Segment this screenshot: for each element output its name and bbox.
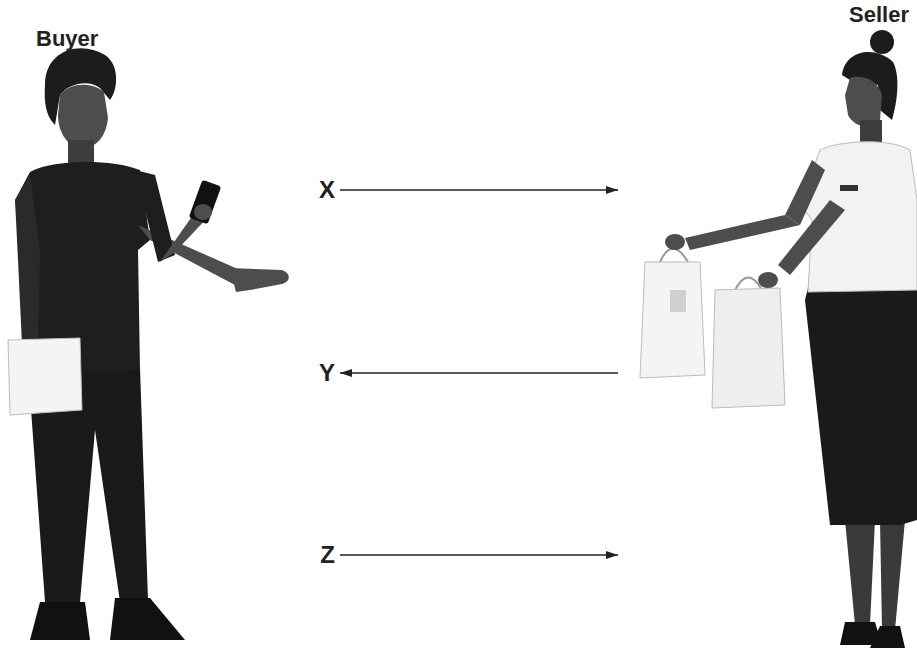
- hand: [758, 272, 778, 288]
- open-hand: [230, 268, 289, 292]
- leg: [880, 520, 905, 630]
- buyer-figure: Buyer: [0, 0, 340, 653]
- shopping-bag: [712, 288, 785, 408]
- arm: [15, 175, 40, 345]
- hand: [665, 234, 685, 250]
- forearm: [685, 215, 800, 250]
- shoulder-bag: [8, 338, 82, 415]
- shopping-bag: [640, 262, 705, 378]
- sleeve: [135, 170, 175, 262]
- seller-figure: Seller: [618, 0, 917, 653]
- arrow-label: Z: [320, 543, 335, 567]
- figure-title: Seller: [849, 2, 909, 28]
- arrow-label: X: [319, 178, 335, 202]
- skirt: [805, 288, 917, 525]
- bag-handle: [660, 249, 688, 263]
- shoe: [30, 602, 90, 640]
- leg: [845, 520, 875, 625]
- bag-handle: [735, 278, 762, 291]
- face: [845, 77, 882, 127]
- shoe: [110, 598, 185, 640]
- transaction-arrow: [340, 372, 618, 374]
- hand: [194, 204, 212, 220]
- phone: [189, 180, 221, 224]
- arrow-label: Y: [319, 361, 335, 385]
- bag-tag: [670, 290, 686, 312]
- node-text-group: Buyer: [36, 26, 98, 52]
- transaction-arrow: [340, 554, 618, 556]
- arm: [778, 200, 845, 275]
- name-badge: [840, 185, 858, 191]
- figure-title: Buyer: [36, 26, 98, 52]
- heel-shoe: [870, 626, 905, 648]
- face: [58, 85, 108, 148]
- node-text-group: Seller: [849, 2, 909, 28]
- hair-bun: [870, 30, 894, 54]
- transaction-arrow: [340, 189, 618, 191]
